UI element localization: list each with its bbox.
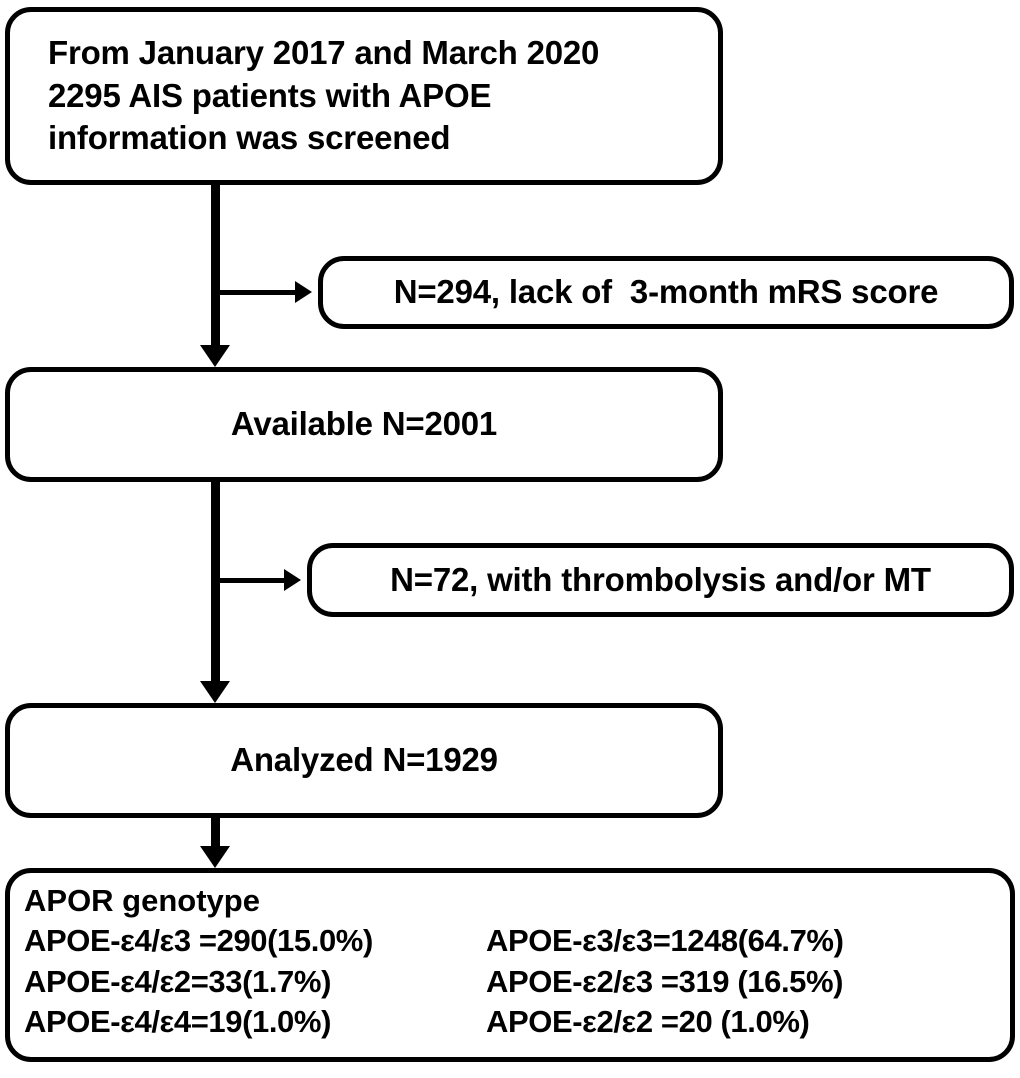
genotype-row: APOE-ε4/ε3 =290(15.0%) APOE-ε3/ε3=1248(6…	[24, 921, 1010, 961]
genotype-e2-e2: APOE-ε2/ε2 =20 (1.0%)	[486, 1003, 810, 1039]
connector-trunk-1	[211, 185, 220, 345]
genotype-row: APOE-ε4/ε2=33(1.7%) APOE-ε2/ε3 =319 (16.…	[24, 962, 1010, 1002]
screened-line-2: 2295 AIS patients with APOE	[48, 76, 492, 114]
excluded-1-text: N=294, lack of 3-month mRS score	[393, 273, 939, 311]
arrow-down-to-analyzed	[200, 681, 230, 703]
screened-line-3: information was screened	[48, 119, 451, 157]
excluded-2-text: N=72, with thrombolysis and/or MT	[390, 560, 931, 598]
genotype-e3-e3: APOE-ε3/ε3=1248(64.7%)	[486, 923, 844, 959]
arrow-down-to-genotype	[200, 846, 230, 868]
genotype-e2-e3: APOE-ε2/ε3 =319 (16.5%)	[486, 963, 844, 999]
node-excluded-thrombolysis-mt: N=72, with thrombolysis and/or MT	[307, 543, 1014, 617]
node-genotype-distribution: APOR genotype APOE-ε4/ε3 =290(15.0%) APO…	[5, 868, 1015, 1062]
available-text: Available N=2001	[230, 405, 498, 443]
genotype-e4-e3: APOE-ε4/ε3 =290(15.0%)	[24, 923, 373, 959]
genotype-row: APOE-ε4/ε4=19(1.0%) APOE-ε2/ε2 =20 (1.0%…	[24, 1002, 1010, 1042]
node-available: Available N=2001	[5, 367, 723, 482]
node-analyzed: Analyzed N=1929	[5, 703, 723, 818]
node-excluded-no-mrs: N=294, lack of 3-month mRS score	[318, 256, 1014, 329]
arrow-right-to-excluded-1	[295, 281, 312, 303]
analyzed-text: Analyzed N=1929	[230, 741, 498, 779]
arrow-down-to-available	[200, 345, 230, 367]
genotype-e4-e2: APOE-ε4/ε2=33(1.7%)	[24, 963, 331, 999]
connector-branch-2	[215, 578, 286, 583]
connector-trunk-3	[211, 818, 220, 848]
connector-branch-1	[215, 290, 297, 295]
genotype-e4-e4: APOE-ε4/ε4=19(1.0%)	[24, 1003, 331, 1039]
node-screened-population: From January 2017 and March 2020 2295 AI…	[5, 7, 723, 185]
arrow-right-to-excluded-2	[284, 569, 301, 591]
genotype-rows: APOE-ε4/ε3 =290(15.0%) APOE-ε3/ε3=1248(6…	[24, 921, 1010, 1042]
screened-line-1: From January 2017 and March 2020	[48, 33, 600, 71]
genotype-title: APOR genotype	[24, 883, 260, 918]
